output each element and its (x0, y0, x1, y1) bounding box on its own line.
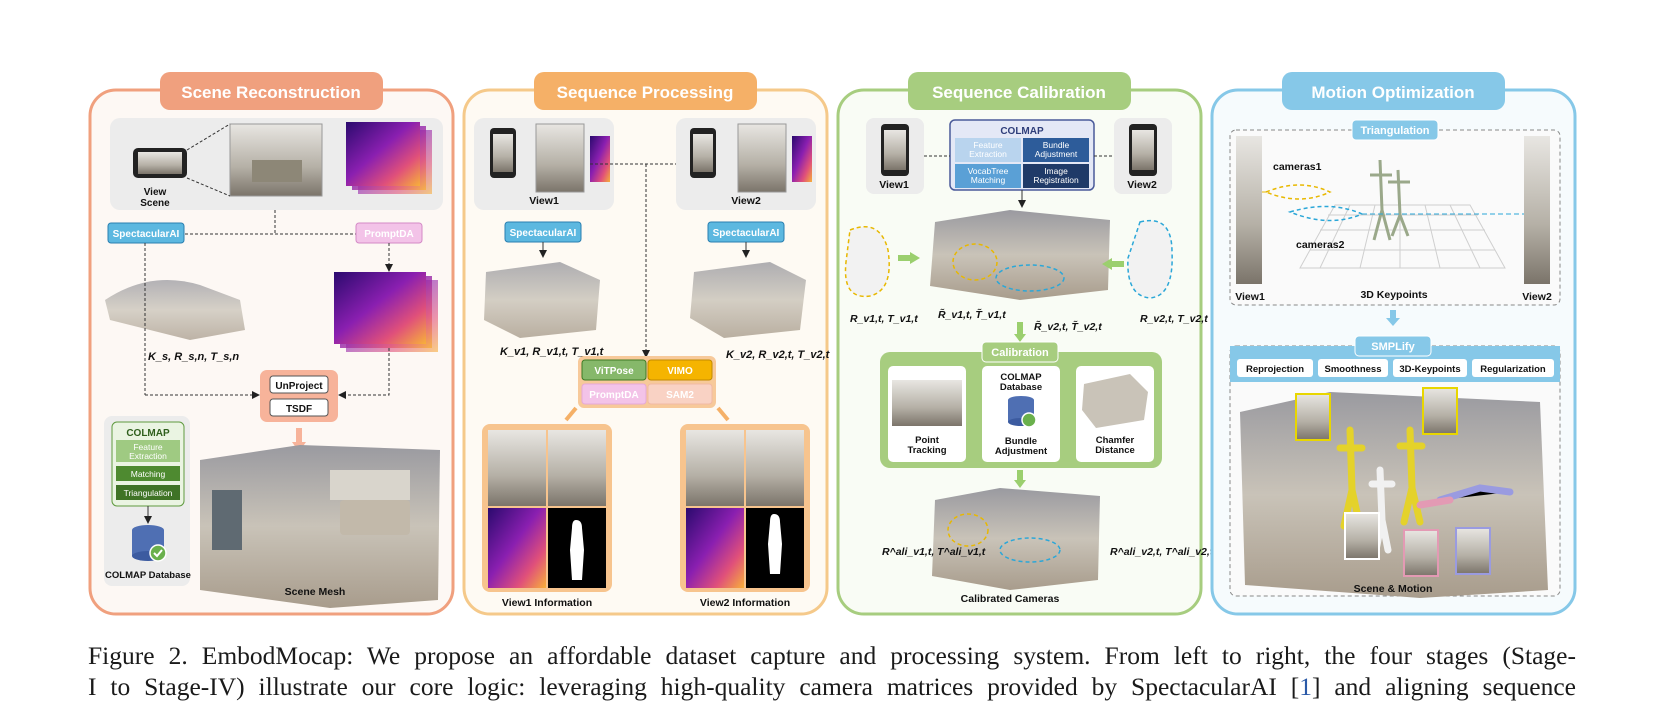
colmap-title: COLMAP (126, 428, 170, 439)
r-tilde-view2-label: R̃_v2,t, T̃_v2,t (1034, 320, 1102, 333)
r-ali-view1-label: R^ali_v1,t, T^ali_v1,t (882, 546, 986, 558)
spectacular-ai-tag: SpectacularAI (713, 228, 780, 239)
k-view2-label: K_v2, R_v2,t, T_v2,t (726, 349, 831, 361)
caption-line-1: Figure 2. EmbodMocap: We propose an affo… (88, 641, 1576, 670)
figure-caption: Figure 2. EmbodMocap: We propose an affo… (88, 640, 1576, 710)
term-regularization: Regularization (1480, 364, 1546, 375)
model-promptda: PromptDA (589, 390, 638, 401)
smplify-tag: SMPLify (1371, 341, 1415, 353)
spectacular-ai-tag: SpectacularAI (113, 229, 180, 240)
colmap-step-matching: Matching (131, 469, 166, 479)
stage-sequence-processing: Sequence Processing View1 View2 Spectacu… (462, 72, 831, 616)
chamfer-image (1082, 374, 1148, 428)
model-sam2: SAM2 (666, 390, 694, 401)
r-ali-view2-label: R^ali_v2,t, T^ali_v2,t (1110, 546, 1214, 558)
promptda-tag: PromptDA (364, 229, 413, 240)
scene-cameras-image (930, 210, 1110, 300)
check-icon (1021, 412, 1037, 428)
colmap-step-triangulation: Triangulation (124, 488, 173, 498)
citation-link[interactable]: 1 (1299, 672, 1312, 701)
check-icon (149, 544, 167, 562)
triangulation-tag: Triangulation (1360, 125, 1429, 137)
view1-label: View1 (529, 195, 559, 207)
k-view1-label: K_v1, R_v1,t, T_v1,t (500, 346, 605, 358)
calibrated-cameras-label: Calibrated Cameras (961, 593, 1060, 605)
point-tracking-image (892, 380, 962, 426)
colmap-db-label: COLMAP Database (105, 570, 191, 581)
scene-mesh-label: Scene Mesh (285, 586, 346, 598)
view2-information-label: View2 Information (700, 597, 790, 609)
stage-sequence-calibration: Sequence Calibration View1 View2 COLMAP … (836, 72, 1214, 616)
mask-silhouette (768, 514, 782, 574)
view2-label: View2 (1127, 179, 1157, 191)
colmap-title: COLMAP (1000, 126, 1044, 137)
cameras1-label: cameras1 (1273, 161, 1322, 173)
r-view1-label: R_v1,t, T_v1,t (850, 313, 918, 325)
scene-motion-image (1240, 392, 1548, 598)
stage-title: Scene Reconstruction (181, 83, 361, 102)
stage-title: Sequence Calibration (932, 83, 1106, 102)
view2-label: View2 (1522, 291, 1552, 303)
unproject-box: UnProject (275, 381, 323, 392)
view1-label: View1 (879, 179, 909, 191)
spectacular-ai-tag: SpectacularAI (510, 228, 577, 239)
r-view2-label: R_v2,t, T_v2,t (1140, 313, 1208, 325)
caption-line-2: I to Stage-IV) illustrate our core logic… (88, 672, 1576, 701)
view1-label: View1 (1235, 291, 1265, 303)
model-vimo: VIMO (667, 366, 693, 377)
view2-frames-image (1524, 136, 1550, 284)
pointcloud-image (105, 280, 245, 340)
model-vitpose: ViTPose (594, 366, 634, 377)
view1-frames-image (1236, 136, 1262, 284)
calibration-tag: Calibration (991, 347, 1049, 359)
stage-title: Sequence Processing (557, 83, 734, 102)
stage-title-bg (160, 72, 383, 110)
view1-information-label: View1 Information (502, 597, 592, 609)
cameras2-label: cameras2 (1296, 239, 1345, 251)
r-tilde-view1-label: R̃_v1,t, T̃_v1,t (938, 308, 1006, 321)
keypoints-label: 3D Keypoints (1360, 289, 1427, 301)
pointcloud-view2-image (690, 262, 806, 338)
calibrated-cameras-image (932, 488, 1100, 590)
scene-motion-label: Scene & Motion (1354, 583, 1433, 595)
stage-title: Motion Optimization (1311, 83, 1474, 102)
term-3d-keypoints: 3D-Keypoints (1399, 364, 1460, 375)
view2-label: View2 (731, 195, 761, 207)
depth-maps-image (334, 272, 426, 344)
stage-motion-optimization: Motion Optimization Triangulation camera… (1210, 72, 1577, 616)
term-reprojection: Reprojection (1246, 364, 1304, 375)
ground-grid (1299, 204, 1506, 269)
mask-silhouette (570, 520, 584, 580)
pointcloud-view1-image (484, 262, 600, 338)
term-smoothness: Smoothness (1324, 364, 1381, 375)
tsdf-box: TSDF (286, 404, 312, 415)
ks-label: K_s, R_s,n, T_s,n (148, 351, 239, 363)
